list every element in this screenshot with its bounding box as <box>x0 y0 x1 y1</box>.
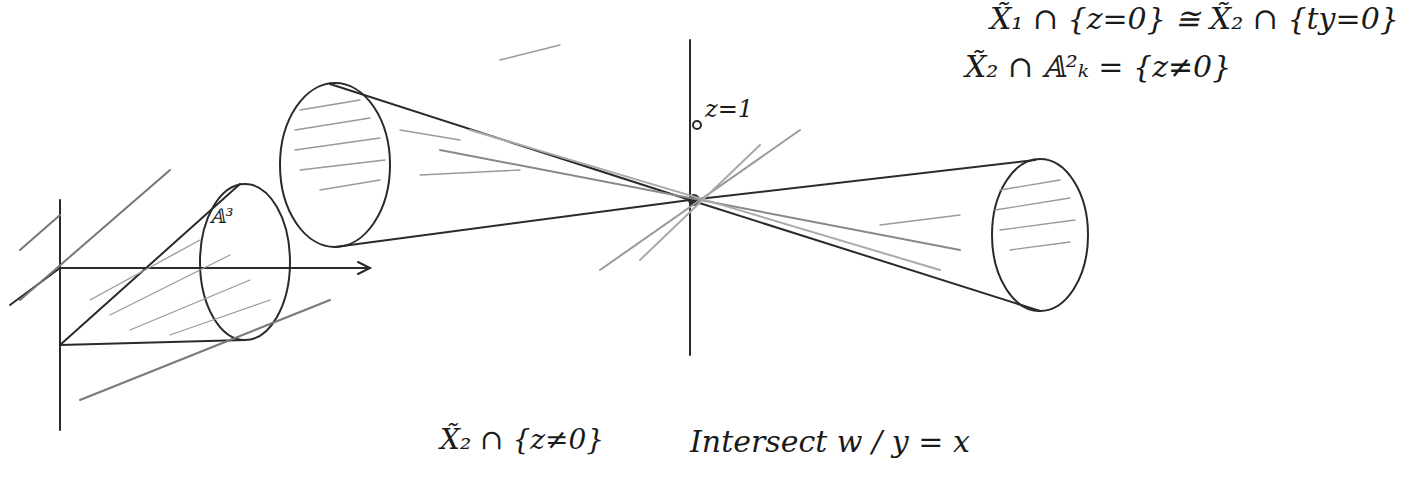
crossed-note: X̃₂ ∩ {z≠0} <box>440 425 604 456</box>
space-label: 𝔸³ <box>210 205 234 227</box>
equation-label: X̃₂ ∩ 𝔸²ₖ = {z≠0} <box>965 50 1231 83</box>
note-label: Intersect w / y = x <box>690 425 970 458</box>
axis-label: z=1 <box>705 96 753 122</box>
equation-label: X̃₁ ∩ {z=0} ≅ X̃₂ ∩ {ty=0} <box>990 2 1399 35</box>
